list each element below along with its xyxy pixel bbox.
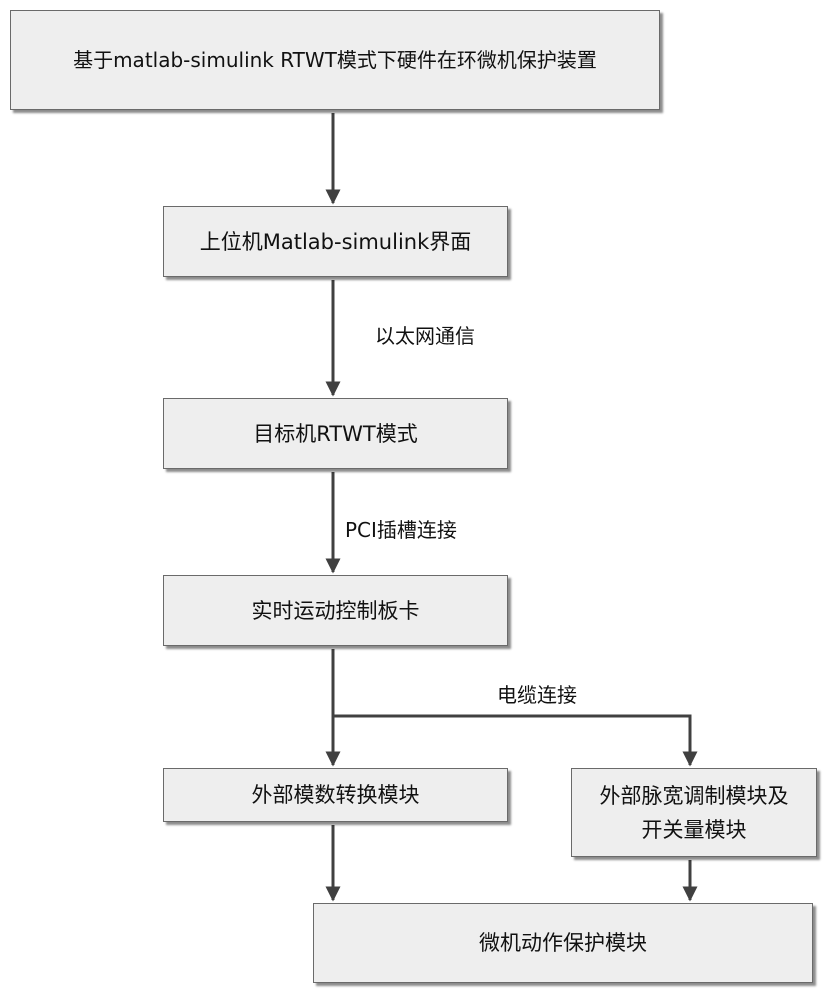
node-adc-module-label: 外部模数转换模块 bbox=[251, 783, 420, 807]
node-pwm-switch-module-line2: 开关量模块 bbox=[641, 817, 747, 842]
node-protection-module: 微机动作保护模块 bbox=[313, 903, 813, 983]
node-pwm-switch-module-line1: 外部脉宽调制模块及 bbox=[599, 783, 789, 808]
node-hil-protection-device: 基于matlab-simulink RTWT模式下硬件在环微机保护装置 bbox=[10, 10, 660, 110]
node-motion-control-card-label: 实时运动控制板卡 bbox=[251, 598, 420, 623]
node-target-rtwt-label: 目标机RTWT模式 bbox=[253, 421, 418, 446]
node-adc-module: 外部模数转换模块 bbox=[163, 768, 508, 822]
node-motion-control-card: 实时运动控制板卡 bbox=[163, 575, 508, 646]
node-pwm-switch-module: 外部脉宽调制模块及 开关量模块 bbox=[571, 768, 817, 857]
edge-label-pci-slot: PCI插槽连接 bbox=[345, 518, 457, 542]
node-protection-module-label: 微机动作保护模块 bbox=[479, 931, 647, 955]
node-host-matlab-simulink: 上位机Matlab-simulink界面 bbox=[163, 206, 508, 277]
node-host-matlab-simulink-label: 上位机Matlab-simulink界面 bbox=[199, 229, 472, 254]
arrow-card-to-pwm bbox=[333, 714, 698, 767]
node-target-rtwt: 目标机RTWT模式 bbox=[163, 398, 508, 469]
node-hil-protection-device-label: 基于matlab-simulink RTWT模式下硬件在环微机保护装置 bbox=[73, 48, 597, 72]
edge-label-ethernet: 以太网通信 bbox=[375, 324, 475, 348]
edge-label-cable: 电缆连接 bbox=[497, 683, 577, 707]
